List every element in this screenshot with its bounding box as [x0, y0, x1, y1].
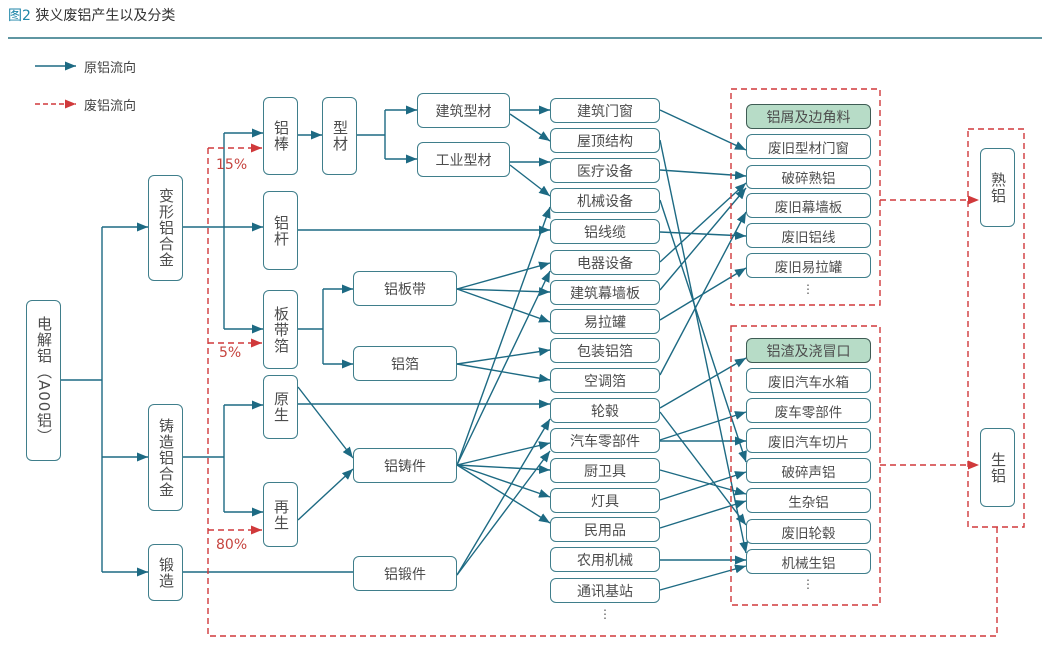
product-item: 灯具: [550, 488, 660, 513]
product-item: 厨卫具: [550, 458, 660, 483]
scrap-item: 废旧汽车水箱: [746, 368, 871, 393]
product-item: 铝线缆: [550, 219, 660, 244]
product-item: 屋顶结构: [550, 128, 660, 153]
node-wire-rod: 铝杆: [263, 191, 298, 270]
node-forging: 锻造: [148, 544, 183, 601]
scrap-flow-lines: [207, 88, 1025, 637]
figure-title-text: 狭义废铝产生以及分类: [30, 8, 176, 24]
scrap-item: 生杂铝: [746, 488, 871, 513]
product-item: 建筑幕墙板: [550, 280, 660, 305]
product-item: 农用机械: [550, 547, 660, 572]
legend-primary-label: 原铝流向: [84, 61, 137, 76]
node-primary: 原生: [263, 375, 298, 439]
product-item: 轮毂: [550, 398, 660, 423]
share-label-secondary: 80%: [216, 537, 248, 553]
scrap-item: 废旧易拉罐: [746, 253, 871, 278]
scrap-item: 废旧轮毂: [746, 519, 871, 544]
products-more-ellipsis: ⋮: [599, 607, 611, 621]
product-item: 通讯基站: [550, 578, 660, 603]
scrap-group-more-ellipsis: ⋮: [802, 577, 814, 591]
scrap-group-header-cast: 铝渣及浇冒口: [746, 338, 871, 363]
scrap-item: 破碎声铝: [746, 458, 871, 483]
node-casting: 铝铸件: [353, 448, 457, 483]
product-item: 机械设备: [550, 188, 660, 213]
node-electrolytic-aluminum: 电解铝（A00铝）: [26, 300, 61, 461]
node-rod: 铝棒: [263, 97, 298, 175]
scrap-group-frame-cast: [730, 325, 881, 606]
scrap-item: 破碎熟铝: [746, 165, 871, 189]
product-item: 医疗设备: [550, 158, 660, 183]
scrap-item: 废旧汽车切片: [746, 428, 871, 453]
scrap-group-header-wrought: 铝屑及边角料: [746, 104, 871, 129]
scrap-group-more-ellipsis: ⋮: [802, 282, 814, 296]
product-item: 空调箔: [550, 368, 660, 393]
node-wrought-alloy: 变形铝合金: [148, 175, 183, 281]
scrap-group-frame-wrought: [730, 88, 881, 306]
node-foil: 铝箔: [353, 346, 457, 381]
node-sheet-strip-foil: 板带箔: [263, 290, 298, 369]
node-forged-part: 铝锻件: [353, 556, 457, 591]
product-item: 民用品: [550, 517, 660, 542]
scrap-item: 废旧幕墙板: [746, 193, 871, 218]
node-sheet-strip: 铝板带: [353, 271, 457, 306]
product-item: 汽车零部件: [550, 428, 660, 453]
product-item: 易拉罐: [550, 309, 660, 334]
scrap-item: 废旧铝线: [746, 223, 871, 248]
node-cast-alloy: 铸造铝合金: [148, 404, 183, 511]
figure-number: 图2: [8, 8, 31, 24]
product-item: 电器设备: [550, 250, 660, 275]
legend-scrap-label: 废铝流向: [84, 99, 137, 114]
output-frame: [967, 128, 1025, 528]
node-secondary: 再生: [263, 482, 298, 547]
share-label-sheet: 5%: [219, 345, 242, 361]
scrap-item: 废车零部件: [746, 398, 871, 423]
output-wrought-scrap: 熟铝: [980, 148, 1015, 227]
product-item: 建筑门窗: [550, 98, 660, 123]
scrap-item: 机械生铝: [746, 549, 871, 574]
node-building-profile: 建筑型材: [417, 93, 510, 128]
node-industrial-profile: 工业型材: [417, 142, 510, 177]
product-item: 包装铝箔: [550, 338, 660, 363]
share-label-rod: 15%: [216, 157, 248, 173]
scrap-item: 废旧型材门窗: [746, 134, 871, 159]
output-cast-scrap: 生铝: [980, 428, 1015, 507]
figure-title: 图2 狭义废铝产生以及分类: [8, 5, 175, 25]
node-profile: 型材: [322, 97, 357, 175]
